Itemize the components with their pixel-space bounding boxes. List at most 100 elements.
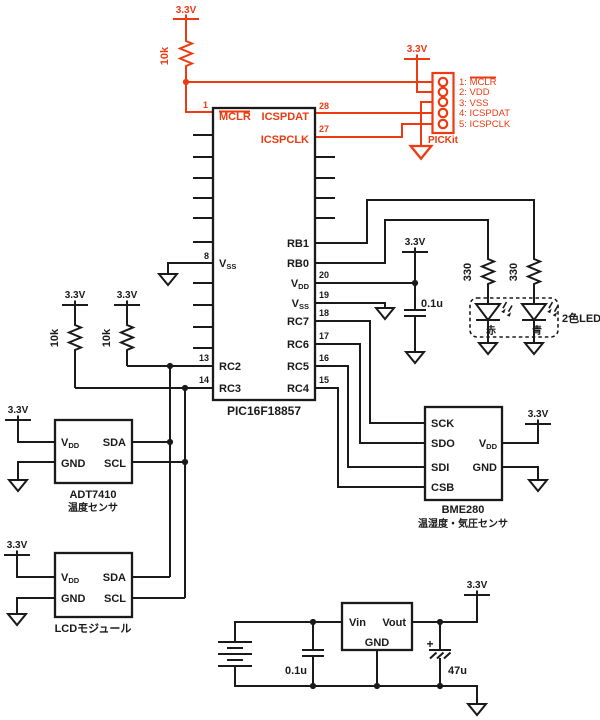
mcu-pin-rc6: RC6 [287,339,309,351]
junction-dot [309,618,317,626]
junction-dot [436,682,444,690]
adt7410-name: ADT7410 [69,489,116,501]
mcu-pin-rc2: RC2 [219,361,241,373]
mcu-pin-vss8: VSS [219,258,236,271]
led-red-resistor-value: 330 [462,263,474,281]
led-group-outline [469,297,559,338]
bme280-pin-vdd: VDD [479,438,498,451]
mcu-power-section: 3.3V 0.1u [315,237,443,364]
supply-label: 3.3V [117,290,138,301]
pin-number-20: 20 [319,270,329,280]
adt7410-pin-vdd: VDD [61,437,80,450]
regulator-pin-vin: Vin [349,617,366,629]
vss8-ground-wire [167,262,213,274]
lcd-pin-vdd: VDD [61,572,80,585]
mcu-pin-mclr: MCLR [219,111,251,123]
mcu-pin-vdd: VDD [291,278,310,291]
adt7410-wires [17,420,185,480]
pin-number-17: 17 [319,331,329,341]
pin-number-16: 16 [319,353,329,363]
bme280-pin-sck: SCK [431,418,454,430]
lcd-pin-scl: SCL [104,593,126,605]
supply-label: 3.3V [405,237,426,248]
adt7410-pin-gnd: GND [61,458,86,470]
pickit-pin2-pad [437,86,449,98]
led-blue-resistor-value: 330 [508,263,520,281]
pickit-pin3-label: 3: VSS [459,98,489,109]
sda-pullup-value: 10k [101,328,113,347]
pickit-pin4-pad [437,107,449,119]
supply-label: 3.3V [7,540,28,551]
pin-number-27: 27 [319,124,329,134]
adt7410-pin-scl: SCL [104,458,126,470]
pin-number-28: 28 [319,101,329,111]
pin-number-14: 14 [199,375,209,385]
mcu-body [211,106,317,402]
pin-number-13: 13 [199,353,209,363]
pin-number-8: 8 [204,251,209,261]
mcu-name: PIC16F18857 [227,404,301,418]
adt7410-description: 温度センサ [68,501,118,514]
supply-label: 3.3V [176,5,197,16]
lcd-wires [16,555,185,614]
pin-number-15: 15 [319,375,329,385]
bme280-name: BME280 [442,504,485,516]
lcd-pin-sda: SDA [103,572,126,584]
mcu-bypass-value: 0.1u [421,298,443,310]
adt7410-pin-sda: SDA [103,437,126,449]
pickit-pin1-pad [437,76,449,88]
pin-number-18: 18 [319,308,329,318]
led-wires [315,199,535,343]
supply-label: 3.3V [65,290,86,301]
mcu-pin-icspclk: ICSPCLK [261,134,309,146]
bme280-description: 温湿度・気圧センサ [418,517,508,530]
supply-label: 3.3V [467,580,488,591]
bme280-section: 3.3V SCK SDO SDI CSB VDD GND BME280 温湿度・… [315,320,552,530]
mclr-pullup-value: 10k [159,46,171,65]
bme280-body [423,405,504,502]
supply-label: 3.3V [407,44,428,55]
regulator-input-cap-value: 0.1u [285,665,307,677]
output-cap-polarity: + [426,637,433,651]
junction-dot [182,78,190,86]
adt7410-body [53,418,134,485]
led-blue-label: 青 [532,324,542,337]
pickit-pin2-label: 2: VDD [459,87,490,98]
adt7410-section: 3.3V VDD GND SDA SCL ADT7410 温度センサ [4,405,189,514]
bme280-pin-csb: CSB [431,482,454,494]
pickit-pin3-pad [437,96,449,108]
pickit-connector: 1: MCLR 2: VDD 3: VSS 4: ICSPDAT 5: ICSP… [428,71,511,146]
mcu-pin-rb1: RB1 [287,238,309,250]
led-red-label: 赤 [486,324,496,337]
icsp-programming-section: 3.3V 10k 3.3V 1: MCLR 2: VDD 3: VSS 4: I… [159,5,511,160]
power-supply-section: Vin Vout GND 0.1u 47u + 3.3V [217,580,491,716]
junction-dot [166,362,174,370]
mcu-pin-rb0: RB0 [287,258,309,270]
regulator-pin-gnd: GND [365,637,390,649]
junction-dot [309,682,317,690]
junction-dot [166,438,174,446]
mcu-pin-rc5: RC5 [287,361,309,373]
power-wires [234,595,478,704]
junction-dot [373,682,381,690]
junction-dot [181,384,189,392]
mclr-pullup-wires [185,19,438,146]
pin-number-1: 1 [203,100,208,110]
junction-dot [436,618,444,626]
mcu-unused-stubs [193,134,335,349]
pickit-pin4-label: 4: ICSPDAT [459,108,510,119]
pin-number-19: 19 [319,290,329,300]
pickit-pin5-pad [437,118,449,130]
bme280-wires [315,320,539,488]
regulator-body [340,601,414,652]
lcd-section: 3.3V VDD GND SDA SCL LCDモジュール [3,540,185,635]
mcu-pin-rc3: RC3 [219,383,241,395]
pickit-pin1-label: 1: MCLR [459,77,497,88]
supply-label: 3.3V [8,405,29,416]
bme280-pin-sdi: SDI [431,462,449,474]
i2c-pullup-section: 3.3V 3.3V 10k 10k [49,290,213,598]
mcu-pin-rc4: RC4 [287,383,310,395]
supply-label: 3.3V [528,409,549,420]
